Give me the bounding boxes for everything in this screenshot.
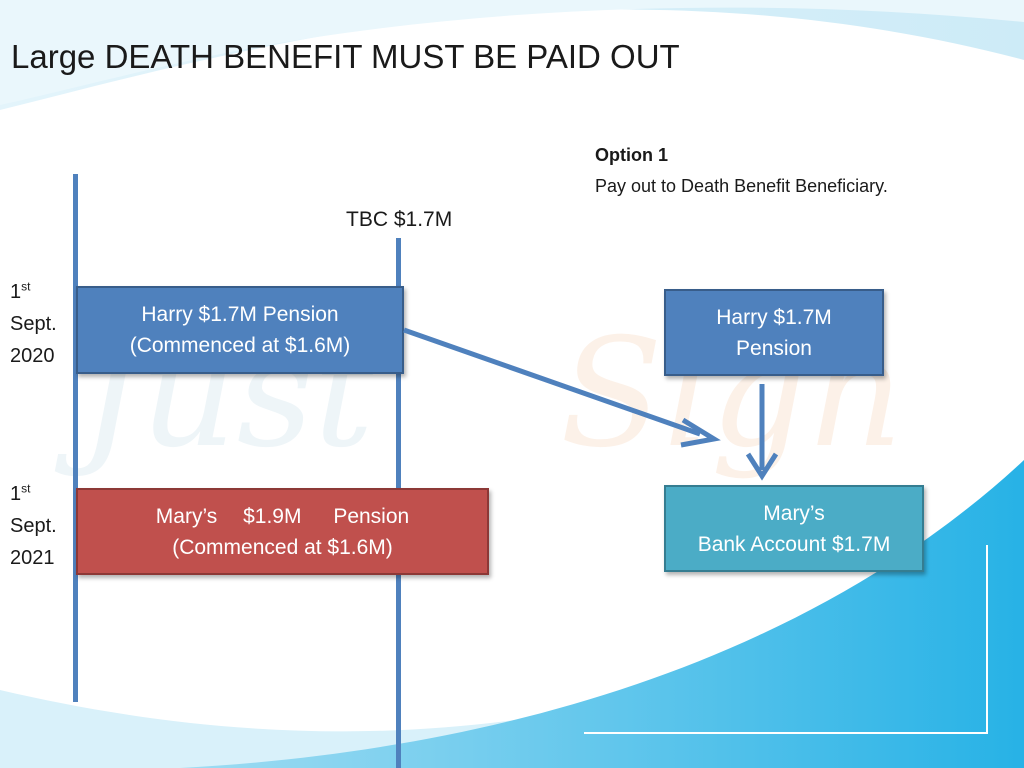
mary-pension-line2: (Commenced at $1.6M) (172, 535, 393, 559)
harry-pension-box: Harry $1.7M Pension (Commenced at $1.6M) (76, 286, 404, 374)
date-suffix: st (21, 279, 31, 294)
mary-name: Mary’s (155, 504, 218, 528)
date-month: Sept. (10, 515, 57, 537)
date-suffix: st (21, 481, 31, 496)
tbc-label: TBC $1.7M (346, 208, 453, 231)
bank-line2: Bank Account $1.7M (697, 532, 891, 556)
date-year: 2020 (10, 345, 55, 367)
bank-line1: Mary’s (763, 501, 825, 525)
mary-bank-account-box: Mary’s Bank Account $1.7M (664, 485, 924, 572)
date-2021: 1st Sept. 2021 (10, 478, 57, 574)
harry-pension-right-box: Harry $1.7M Pension (664, 289, 884, 376)
date-day: 1 (10, 281, 22, 303)
harry-pension-line1: Harry $1.7M Pension (141, 303, 339, 326)
harry-pension-line2: (Commenced at $1.6M) (129, 334, 351, 357)
mary-type: Pension (333, 504, 410, 528)
option-heading: Option 1 (595, 145, 668, 165)
mary-amount: $1.9M (243, 504, 302, 528)
date-month: Sept. (10, 313, 57, 335)
harry-right-line2: Pension (736, 336, 812, 360)
date-2020: 1st Sept. 2020 (10, 276, 57, 372)
mary-pension-box: Mary’s $1.9M Pension (Commenced at $1.6M… (76, 488, 489, 575)
date-day: 1 (10, 483, 22, 505)
mary-pension-line1: Mary’s $1.9M Pension (156, 501, 409, 532)
harry-right-line1: Harry $1.7M (716, 305, 832, 329)
page-title: Large DEATH BENEFIT MUST BE PAID OUT (11, 38, 680, 75)
timeline-left (73, 174, 78, 702)
option-description: Pay out to Death Benefit Beneficiary. (595, 176, 888, 196)
date-year: 2021 (10, 547, 55, 569)
